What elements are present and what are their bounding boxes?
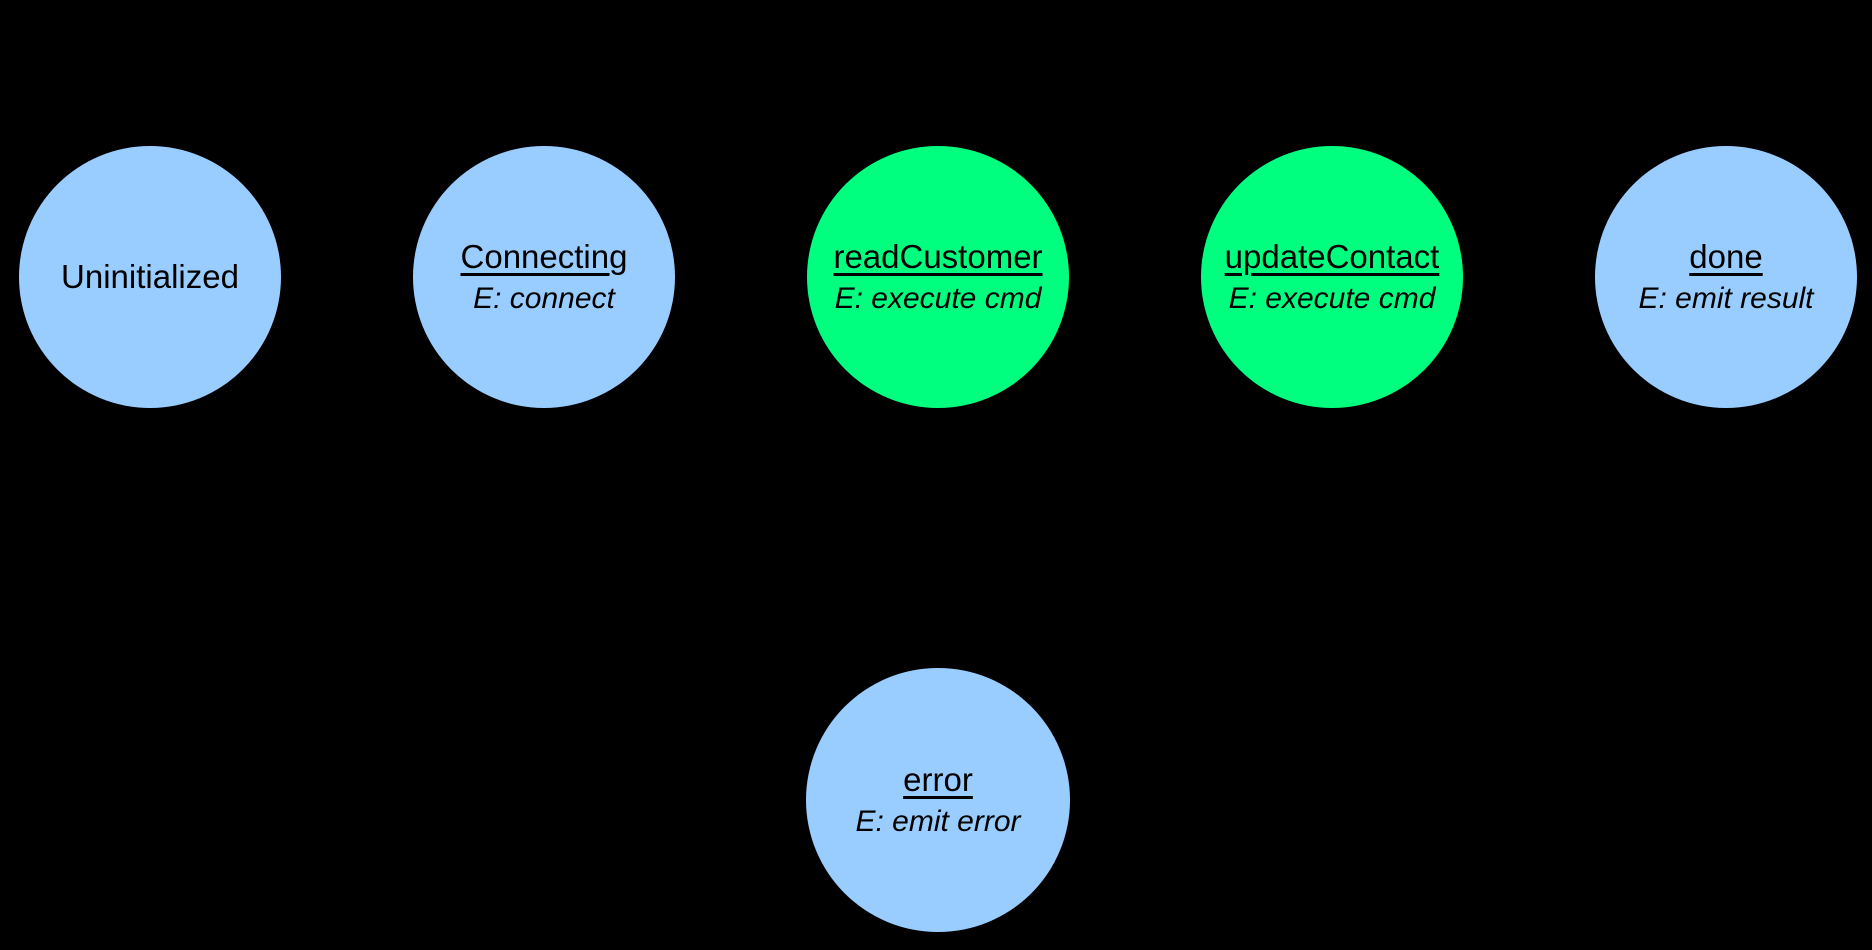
state-node-update-contact: updateContact E: execute cmd [1201,146,1463,408]
state-title-connecting: Connecting [460,237,628,275]
state-entry-action-connecting: E: connect [473,281,615,315]
state-entry-action-error: E: emit error [855,804,1021,838]
state-title-done: done [1689,237,1763,275]
state-node-error: error E: emit error [806,668,1070,932]
state-title-update-contact: updateContact [1224,237,1440,275]
state-node-uninitialized: Uninitialized [19,146,281,408]
state-title-read-customer: readCustomer [833,237,1043,275]
state-title-error: error [903,760,973,798]
state-node-read-customer: readCustomer E: execute cmd [807,146,1069,408]
state-entry-action-update-contact: E: execute cmd [1228,281,1436,315]
state-title-uninitialized: Uninitialized [61,258,239,295]
state-entry-action-read-customer: E: execute cmd [834,281,1042,315]
state-node-connecting: Connecting E: connect [413,146,675,408]
state-node-done: done E: emit result [1595,146,1857,408]
state-entry-action-done: E: emit result [1638,281,1814,315]
